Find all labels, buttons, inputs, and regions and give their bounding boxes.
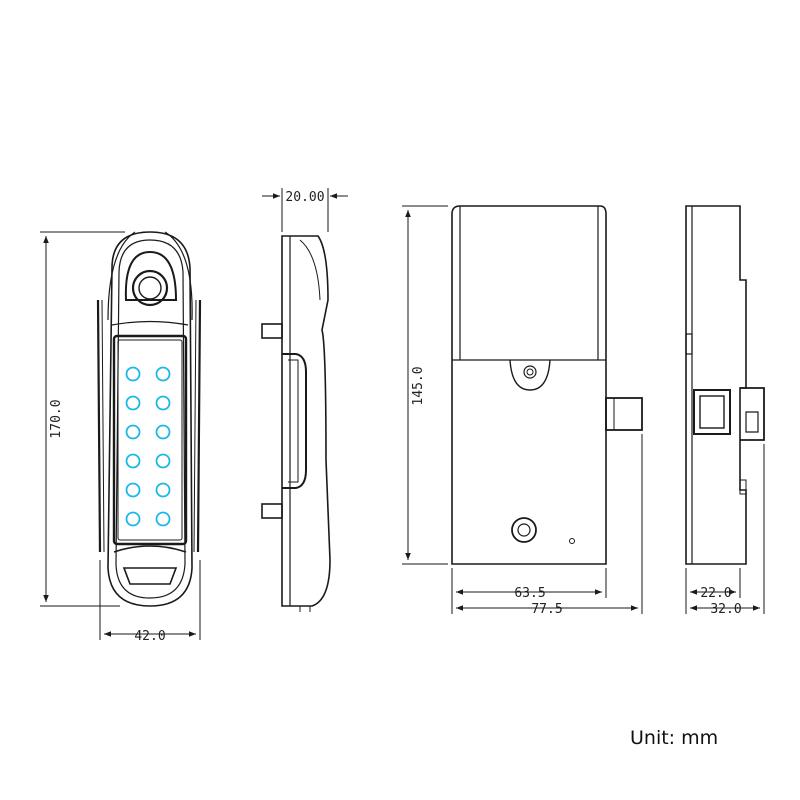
keypad-key [155,482,171,498]
back-latch-bolt [605,397,643,431]
back-width-dimensions [451,434,643,614]
front-height-label: 170.0 [49,399,64,438]
unit-label: Unit: mm [630,727,719,749]
back-outer-width-label: 77.5 [531,602,562,617]
keypad-key [155,366,171,382]
right-body-outline [685,205,747,565]
side-handle-recess [282,353,307,489]
fingerprint-sensor-inner [138,276,162,300]
keypad-keys [125,366,171,527]
keypad-key [155,395,171,411]
side-view [261,235,331,612]
right-outer-width-label: 32.0 [710,602,741,617]
front-bottom-grip [113,545,187,585]
keypad-key [125,395,141,411]
right-view [685,205,765,565]
side-thickness-dimension [262,188,348,232]
front-width-dimension [99,560,201,640]
front-view [96,231,202,607]
front-top-hood [107,231,193,321]
keypad-key [125,453,141,469]
back-knob-outer [511,517,537,543]
right-width-dimensions [685,444,765,614]
side-upper-pin [261,323,283,339]
keypad-key [125,366,141,382]
keypad-key [125,482,141,498]
keypad-key [155,511,171,527]
back-height-label: 145.0 [411,366,426,405]
right-inner-width-label: 22.0 [700,586,731,601]
back-mount-tab [509,359,551,391]
fingerprint-sensor-outer [131,269,169,307]
side-lower-pin [261,503,283,519]
front-width-label: 42.0 [134,629,165,644]
front-inner-contour [115,239,186,599]
keypad-panel [112,334,188,546]
front-sensor-housing [124,250,178,301]
back-view [451,205,643,565]
back-indicator-dot [569,538,575,544]
back-body-outline [451,205,607,565]
front-height-dimension [40,231,125,607]
back-inner-width-label: 63.5 [514,586,545,601]
side-thickness-label: 20.00 [285,190,324,205]
keypad-key [125,424,141,440]
right-bolt [740,387,765,441]
front-outer-body [107,231,193,607]
side-profile-outer [281,235,331,607]
keypad-key [155,453,171,469]
keypad-key [125,511,141,527]
back-height-dimension [402,205,448,565]
back-knob-inner [517,523,531,537]
keypad-key [155,424,171,440]
right-latch-housing [693,389,731,435]
